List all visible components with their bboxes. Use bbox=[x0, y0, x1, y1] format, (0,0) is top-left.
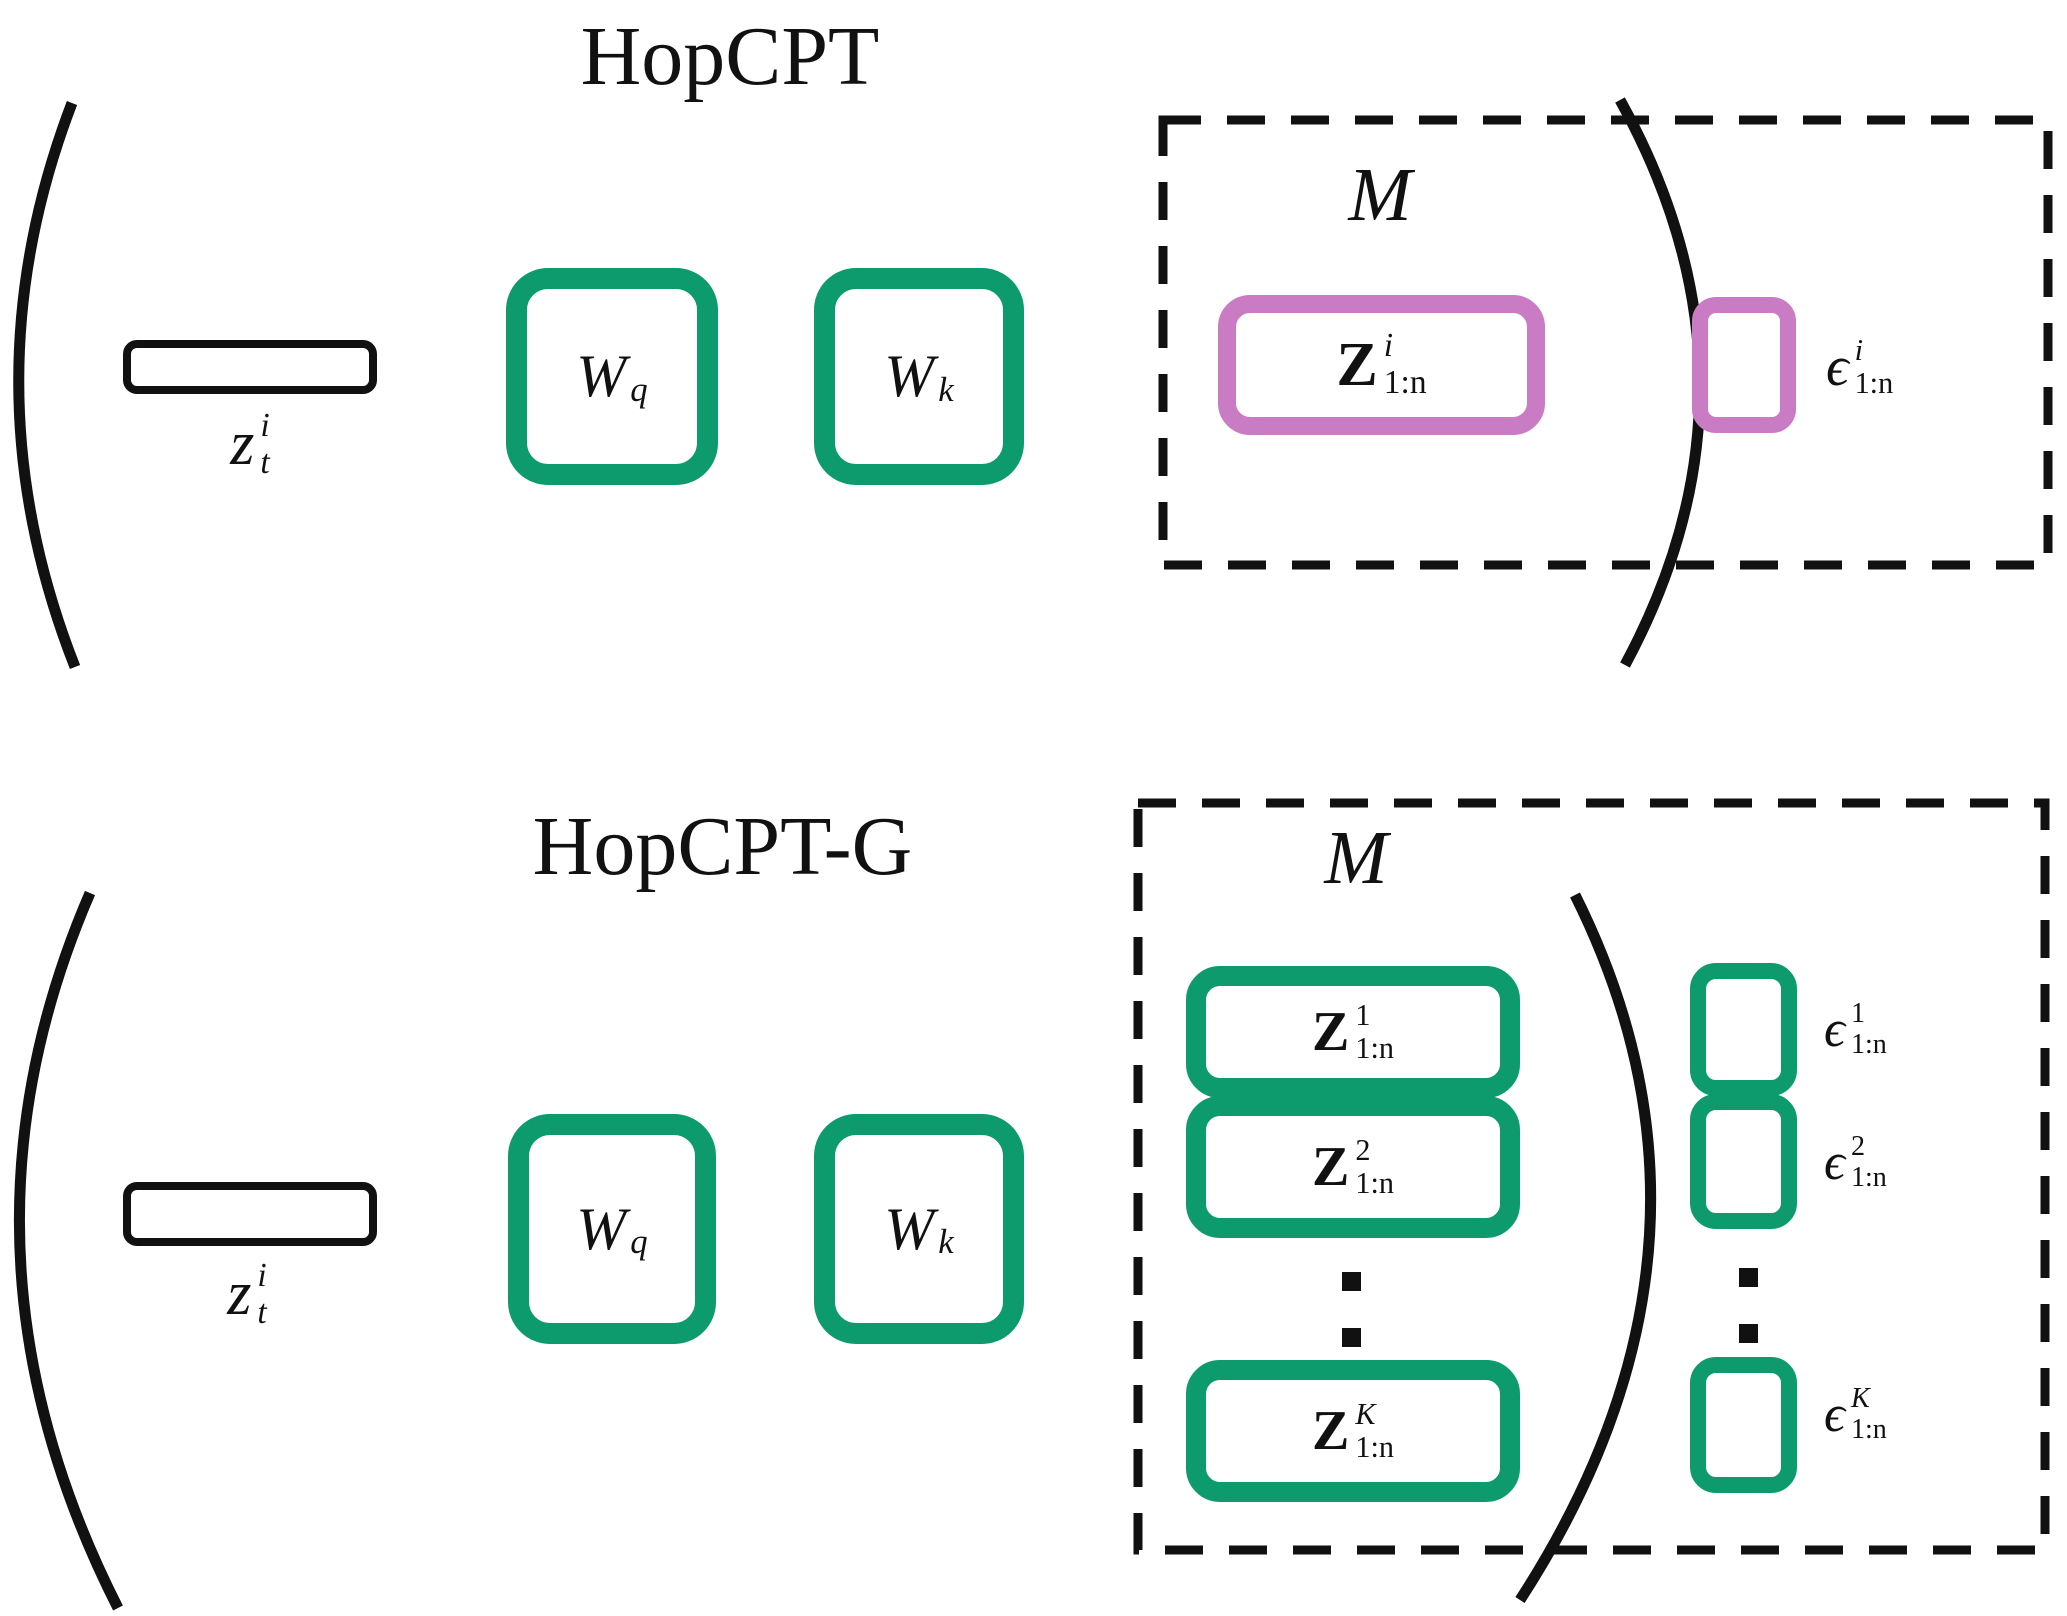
top-input-vector-label: z i t bbox=[150, 407, 350, 482]
bottom-wk-box: W k bbox=[814, 1114, 1024, 1344]
epsk-sup: K bbox=[1850, 1382, 1870, 1414]
bottom-eps2-label: ϵ 2 1:n bbox=[1824, 1096, 1887, 1229]
z2-base: Z bbox=[1312, 1136, 1350, 1198]
top-wk-label: W k bbox=[884, 342, 953, 411]
eps2-sup: 2 bbox=[1850, 1130, 1865, 1162]
eps1-base: ϵ bbox=[1824, 1001, 1845, 1058]
bottom-left-parenthesis bbox=[13, 890, 123, 1611]
bottom-memory-z2-label: Z 2 1:n bbox=[1312, 1132, 1394, 1201]
z2-sup: 2 bbox=[1355, 1132, 1371, 1167]
zk-base: Z bbox=[1312, 1400, 1350, 1462]
bottom-eps1-box bbox=[1690, 963, 1797, 1096]
top-wq-sub: q bbox=[630, 369, 648, 409]
top-wq-label: W q bbox=[576, 342, 647, 411]
top-right-parenthesis bbox=[1615, 97, 1706, 668]
z1-sup: 1 bbox=[1355, 997, 1371, 1032]
top-z-sub: t bbox=[260, 443, 270, 481]
bottom-wq-box: W q bbox=[508, 1114, 716, 1344]
epsk-base: ϵ bbox=[1824, 1386, 1845, 1443]
top-section-title: HopCPT bbox=[580, 10, 880, 103]
top-memory-z-label: Z i 1:n bbox=[1336, 327, 1427, 402]
top-zmem-sub: 1:n bbox=[1383, 364, 1427, 401]
top-memory-z-box: Z i 1:n bbox=[1218, 295, 1545, 435]
z1-base: Z bbox=[1312, 1001, 1350, 1063]
bottom-z-sup: i bbox=[257, 1257, 267, 1294]
bottom-z-sub: t bbox=[257, 1293, 267, 1331]
top-eps-label: ϵ i 1:n bbox=[1826, 297, 1893, 437]
bottom-epsk-label: ϵ K 1:n bbox=[1824, 1348, 1887, 1481]
top-eps-box bbox=[1692, 297, 1796, 433]
top-wk-box: W k bbox=[814, 268, 1024, 485]
eps1-sup: 1 bbox=[1850, 997, 1865, 1029]
top-eps-sup: i bbox=[1854, 332, 1863, 367]
top-wq-box: W q bbox=[506, 268, 718, 485]
zk-sub: 1:n bbox=[1355, 1430, 1394, 1464]
z1-sub: 1:n bbox=[1355, 1031, 1394, 1065]
top-wq-base: W bbox=[576, 343, 627, 409]
bottom-memory-label: M bbox=[1324, 816, 1388, 900]
top-memory-dashed-box bbox=[1158, 115, 2053, 570]
z2-sub: 1:n bbox=[1355, 1166, 1394, 1200]
bottom-memory-dashed-box bbox=[1133, 798, 2050, 1555]
top-wk-sub: k bbox=[938, 369, 954, 409]
bottom-memory-z2-box: Z 2 1:n bbox=[1186, 1096, 1520, 1238]
eps1-sub: 1:n bbox=[1850, 1028, 1887, 1060]
bottom-section-title: HopCPT-G bbox=[532, 800, 913, 893]
eps2-base: ϵ bbox=[1824, 1134, 1845, 1191]
z-column-ellipsis-dot-2 bbox=[1342, 1328, 1361, 1347]
bottom-eps2-box bbox=[1690, 1094, 1797, 1229]
bottom-z-base: z bbox=[227, 1260, 252, 1329]
top-eps-base: ϵ bbox=[1826, 336, 1849, 398]
bottom-wk-sub: k bbox=[938, 1221, 954, 1261]
eps-column-ellipsis-dot-2 bbox=[1739, 1324, 1758, 1343]
top-wk-base: W bbox=[884, 343, 935, 409]
top-zmem-sup: i bbox=[1383, 327, 1394, 365]
top-z-sup: i bbox=[260, 407, 270, 444]
bottom-input-vector-label: z i t bbox=[147, 1257, 347, 1332]
top-zmem-base: Z bbox=[1336, 330, 1378, 399]
top-memory-label: M bbox=[1348, 153, 1412, 237]
bottom-memory-z1-box: Z 1 1:n bbox=[1186, 966, 1520, 1098]
bottom-eps1-label: ϵ 1 1:n bbox=[1824, 963, 1887, 1096]
top-eps-sub: 1:n bbox=[1854, 366, 1894, 400]
top-left-parenthesis bbox=[13, 101, 81, 670]
bottom-wk-base: W bbox=[884, 1195, 935, 1262]
bottom-wq-label: W q bbox=[576, 1195, 647, 1264]
z-column-ellipsis-dot-1 bbox=[1342, 1272, 1361, 1291]
eps2-sub: 1:n bbox=[1850, 1161, 1887, 1193]
bottom-memory-zk-box: Z K 1:n bbox=[1186, 1360, 1520, 1502]
top-z-base: z bbox=[230, 410, 255, 479]
bottom-input-vector bbox=[123, 1182, 377, 1246]
zk-sup: K bbox=[1355, 1396, 1376, 1431]
bottom-memory-zk-label: Z K 1:n bbox=[1312, 1396, 1394, 1465]
bottom-epsk-box bbox=[1690, 1357, 1797, 1493]
eps-column-ellipsis-dot-1 bbox=[1739, 1268, 1758, 1287]
top-input-vector bbox=[123, 340, 377, 394]
bottom-right-parenthesis bbox=[1515, 892, 1657, 1603]
bottom-wk-label: W k bbox=[884, 1195, 953, 1264]
bottom-wq-sub: q bbox=[630, 1221, 648, 1261]
bottom-memory-z1-label: Z 1 1:n bbox=[1312, 997, 1394, 1066]
bottom-wq-base: W bbox=[576, 1195, 627, 1262]
epsk-sub: 1:n bbox=[1850, 1413, 1887, 1445]
